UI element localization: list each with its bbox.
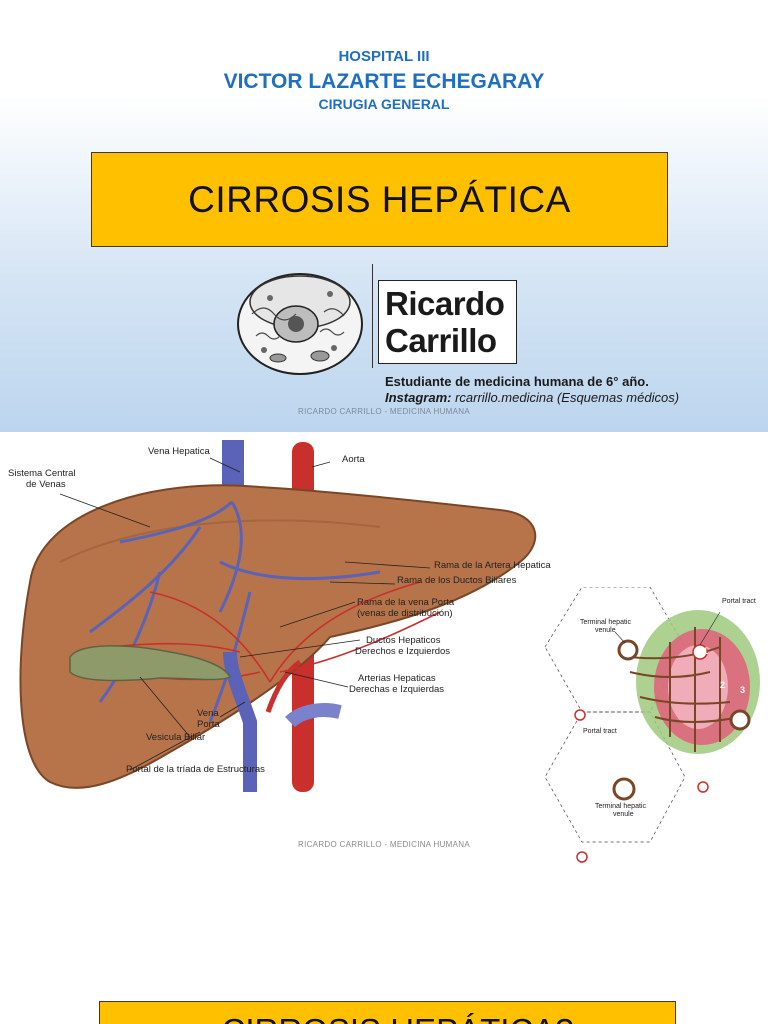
- label-ductos-hepaticos-2: Derechos e Izquierdos: [355, 646, 451, 657]
- liver-illustration: [19, 440, 537, 792]
- label-arterias-hepaticas-2: Derechas e Izquierdas: [349, 684, 445, 695]
- slide3-title: ¿CIRROSIS HEPÁTICA?: [201, 1012, 573, 1024]
- label-vena-hepatica: Vena Hepatica: [148, 446, 210, 457]
- lobule-label-terminal-hepatic-1: Terminal hepatic: [580, 619, 631, 626]
- lobule-label-portal-tract-mid: Portal tract: [583, 728, 617, 735]
- label-vena-porta-2: Porta: [197, 719, 220, 730]
- department-name: CIRUGIA GENERAL: [318, 96, 450, 112]
- author-first-name: Ricardo: [385, 285, 505, 322]
- slide-liver-anatomy: Vena Hepatica Aorta Sistema Central de V…: [0, 432, 768, 992]
- label-vesicula-biliar: Vesicula Biliar: [146, 732, 206, 743]
- lobule-zone-2: 2: [720, 680, 726, 690]
- lobule-label-terminal-hepatic-2: venule: [595, 627, 616, 634]
- label-rama-arteria-hepatica: Rama de la Artera Hepatica: [434, 560, 551, 571]
- cover-title-box: CIRROSIS HEPÁTICA: [91, 152, 668, 247]
- anatomy-watermark: RICARDO CARRILLO - MEDICINA HUMANA: [298, 840, 470, 849]
- label-arterias-hepaticas-1: Arterias Hepaticas: [358, 673, 436, 684]
- label-rama-vena-porta-2: (venas de distribución): [357, 608, 453, 619]
- instagram-handle: rcarrillo.medicina (Esquemas médicos): [451, 390, 680, 405]
- hospital-name-line2: VICTOR LAZARTE ECHEGARAY: [223, 70, 545, 93]
- author-last-name: Carrillo: [385, 322, 497, 359]
- label-sistema-central-1: Sistema Central: [8, 468, 76, 479]
- logo-divider: [372, 264, 373, 368]
- instagram-label: Instagram:: [385, 390, 452, 405]
- author-description: Estudiante de medicina humana de 6° año.: [385, 374, 649, 389]
- lobule-zone-3: 3: [740, 685, 746, 695]
- author-instagram: Instagram: rcarrillo.medicina (Esquemas …: [385, 390, 679, 405]
- cover-watermark: RICARDO CARRILLO - MEDICINA HUMANA: [298, 407, 470, 416]
- label-aorta: Aorta: [342, 454, 365, 465]
- label-rama-ductos-biliares: Rama de los Ductos Biliares: [397, 575, 517, 586]
- lobule-label-terminal-hepatic-b2: venule: [613, 811, 634, 818]
- portal-vein: [223, 651, 257, 792]
- label-sistema-central-2: de Venas: [26, 479, 66, 490]
- slide3-title-box: ¿CIRROSIS HEPÁTICA?: [99, 1001, 676, 1024]
- gallbladder: [69, 645, 232, 682]
- lobule-zone-1: 1: [703, 646, 709, 656]
- label-vena-porta-1: Vena: [197, 708, 219, 719]
- label-ductos-hepaticos-1: Ductos Hepaticos: [366, 635, 441, 646]
- cover-title: CIRROSIS HEPÁTICA: [188, 178, 571, 220]
- lobule-label-portal-tract-top: Portal tract: [722, 598, 756, 605]
- liver-shape: [19, 484, 537, 789]
- slide-cover: HOSPITAL III VICTOR LAZARTE ECHEGARAY CI…: [0, 0, 768, 432]
- leader-lines: [59, 457, 431, 771]
- hospital-name-line1: HOSPITAL III: [338, 48, 430, 65]
- label-portal-triada: Portal de la tríada de Estructuras: [126, 764, 265, 775]
- lobule-label-terminal-hepatic-b1: Terminal hepatic: [595, 803, 646, 810]
- cell-icon: [237, 273, 363, 375]
- liver-lobule-diagram: [544, 587, 760, 863]
- label-rama-vena-porta-1: Rama de la vena Porta: [357, 597, 455, 608]
- author-name-box: Ricardo Carrillo: [378, 280, 517, 364]
